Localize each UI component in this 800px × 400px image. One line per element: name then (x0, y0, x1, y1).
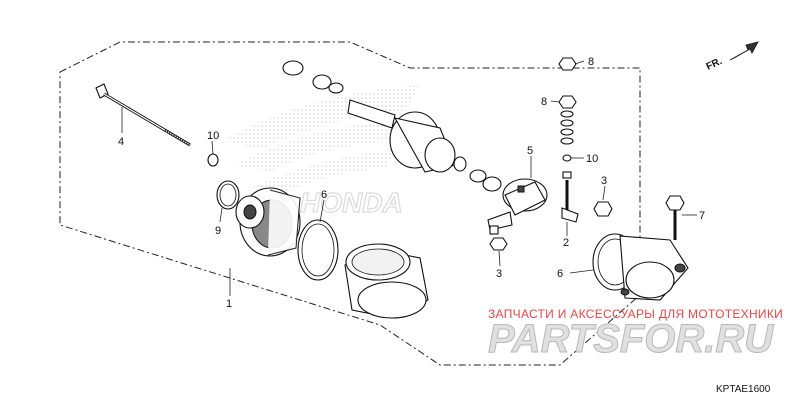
brush-holder (487, 178, 548, 235)
callout-3-lower: 3 (496, 268, 502, 280)
mount-bolt (665, 195, 685, 240)
callout-6-right: 6 (557, 268, 563, 280)
watermark-logo: PARTSFOR.RU (488, 317, 774, 361)
brush-nut (489, 237, 508, 251)
callout-5: 5 (527, 145, 533, 157)
terminal-nut-stack (558, 57, 577, 179)
callout-1: 1 (226, 298, 232, 310)
terminal-nut (593, 201, 613, 217)
front-direction-arrow-icon (729, 41, 759, 61)
front-cover-o-ring (216, 180, 240, 210)
yoke-o-ring (297, 219, 339, 281)
small-o-ring-left (207, 153, 219, 167)
seller-watermark: ЗАПЧАСТИ И АКСЕССУАРЫ ДЛЯ МОТОТЕХНИКИ PA… (488, 307, 783, 362)
callout-6-left: 6 (321, 189, 327, 201)
callout-labels: 4 10 9 6 1 8 8 5 10 3 2 3 7 6 (118, 56, 705, 310)
callout-4: 4 (118, 136, 124, 148)
rear-cover (592, 233, 689, 301)
callout-2: 2 (563, 237, 569, 249)
motor-yoke (344, 243, 429, 319)
honda-brand-mark: HONDA (300, 187, 403, 218)
front-direction-indicator: FR. (705, 41, 759, 73)
callout-9: 9 (215, 225, 221, 237)
callout-10-left: 10 (207, 130, 219, 142)
honda-wing-watermark: HONDA (225, 85, 420, 219)
callout-8-top: 8 (588, 56, 594, 68)
armature (282, 60, 502, 192)
terminal-bolt (561, 180, 579, 223)
callout-8-stack: 8 (541, 96, 547, 108)
leader-lines (121, 60, 697, 296)
watermark-tagline: ЗАПЧАСТИ И АКСЕССУАРЫ ДЛЯ МОТОТЕХНИКИ (488, 307, 783, 321)
long-through-bolt (95, 83, 191, 147)
callout-10-right: 10 (586, 153, 598, 165)
front-direction-label: FR. (705, 56, 724, 73)
assembly-frame (59, 41, 641, 366)
diagram-code: KPTAE1600 (716, 384, 771, 395)
callout-3-right: 3 (601, 175, 607, 187)
callout-7: 7 (699, 210, 705, 222)
front-cover (235, 187, 301, 257)
